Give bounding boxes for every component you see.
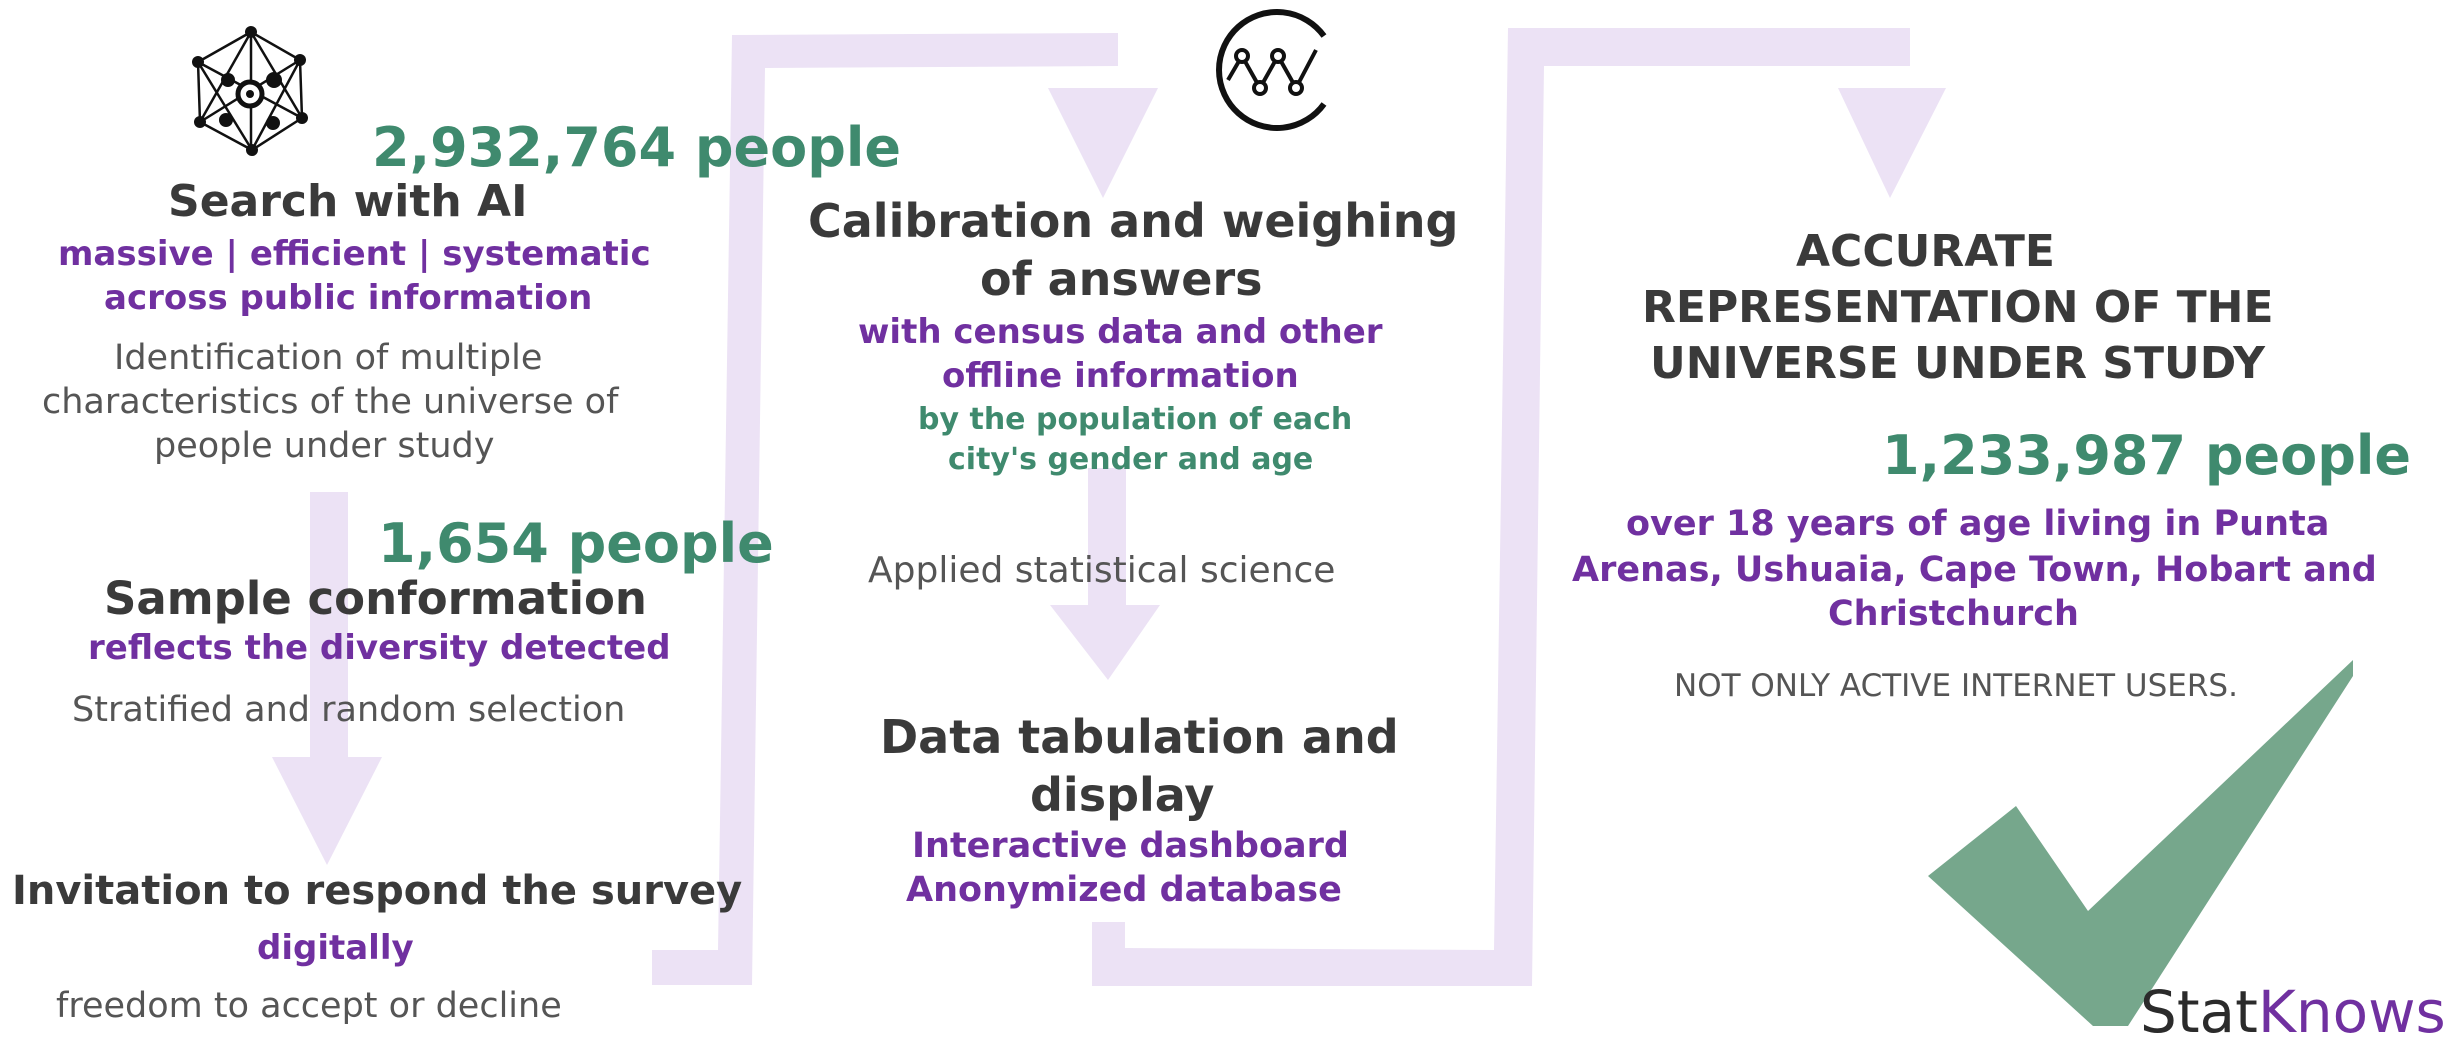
calibration-title-1: Calibration and weighing [808,194,1459,248]
calibration-detail-1: by the population of each [918,402,1353,437]
result-title-1: ACCURATE [1796,226,2055,277]
network-node-icon [192,26,308,156]
count-sample: 1,654 people [378,512,774,575]
invite-description: freedom to accept or decline [56,986,562,1026]
arrow-sample-to-invite-head [272,757,382,865]
calibration-subtitle-1: with census data and other [858,312,1383,352]
arrow-sample-to-invite-shaft [310,492,348,760]
arrow-calib-to-tab-shaft [1088,468,1126,608]
search-title: Search with AI [168,176,528,227]
search-description-1: Identification of multiple [114,338,543,378]
connector-tab-to-result [1092,28,1910,986]
tabulation-title-2: display [1030,768,1215,822]
sample-title: Sample conformation [104,572,647,625]
arrow-into-result-head [1838,88,1946,198]
tabulation-title-1: Data tabulation and [880,710,1399,764]
result-subtitle-3: Christchurch [1828,594,2079,634]
search-subtitle-1: massive | efficient | systematic [58,234,651,274]
calibration-subtitle-2: offline information [942,356,1299,396]
connector-invite-to-calibration [652,33,1118,985]
count-result: 1,233,987 people [1882,424,2412,487]
arrow-into-calibration-head [1048,88,1158,198]
arrow-calib-to-tab-head [1050,605,1160,680]
result-title-3: UNIVERSE UNDER STUDY [1650,338,2265,389]
sample-description: Stratified and random selection [72,690,626,730]
count-ai-search: 2,932,764 people [372,116,902,179]
result-title-2: REPRESENTATION OF THE [1642,282,2274,333]
calibration-description: Applied statistical science [868,550,1336,591]
calibration-detail-2: city's gender and age [948,442,1314,477]
checkmark-icon [1928,660,2353,1026]
logo-stat: Stat [2140,978,2258,1046]
logo-knows: Knows [2257,978,2446,1046]
calibration-title-2: of answers [980,252,1263,306]
search-subtitle-2: across public information [104,278,593,318]
search-description-3: people under study [154,426,495,466]
statknows-logo: StatKnows [2140,978,2446,1046]
invite-title: Invitation to respond the survey [12,868,743,914]
tabulation-subtitle-1: Interactive dashboard [912,826,1349,866]
search-description-2: characteristics of the universe of [42,382,619,422]
result-subtitle-2: Arenas, Ushuaia, Cape Town, Hobart and [1572,550,2377,590]
invite-subtitle: digitally [257,928,414,968]
sample-subtitle: reflects the diversity detected [88,628,671,668]
tabulation-subtitle-2: Anonymized database [906,870,1342,910]
result-note: NOT ONLY ACTIVE INTERNET USERS. [1674,668,2238,704]
result-subtitle-1: over 18 years of age living in Punta [1626,504,2330,544]
circle-trend-icon [1216,9,1327,131]
